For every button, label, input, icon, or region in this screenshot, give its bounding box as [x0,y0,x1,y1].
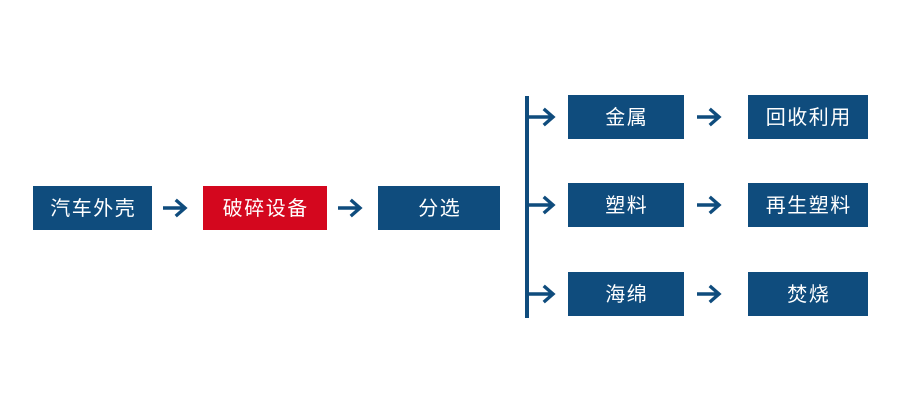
node-car-shell[interactable]: 汽车外壳 [33,186,152,230]
node-crusher[interactable]: 破碎设备 [203,186,327,230]
arrow-right-icon-split-to-metal [527,107,556,127]
arrow-right-icon-split-to-sponge [527,284,556,304]
node-sorting[interactable]: 分选 [378,186,500,230]
node-material-sponge[interactable]: 海绵 [568,272,684,316]
node-outcome-recycled-plastic[interactable]: 再生塑料 [748,183,868,227]
node-material-metal[interactable]: 金属 [568,95,684,139]
arrow-right-icon-metal-to-recycling [697,107,722,127]
arrow-right-icon-sponge-to-incineration [697,284,722,304]
node-outcome-incineration[interactable]: 焚烧 [748,272,868,316]
arrow-right-icon-plastic-to-recycled-plastic [697,195,722,215]
arrow-right-icon-car-shell-to-crusher [163,198,188,218]
arrow-right-icon-crusher-to-sorting [338,198,363,218]
node-outcome-recycling[interactable]: 回收利用 [748,95,868,139]
node-material-plastic[interactable]: 塑料 [568,183,684,227]
vertical-split-line [525,96,529,318]
arrow-right-icon-split-to-plastic [527,195,556,215]
